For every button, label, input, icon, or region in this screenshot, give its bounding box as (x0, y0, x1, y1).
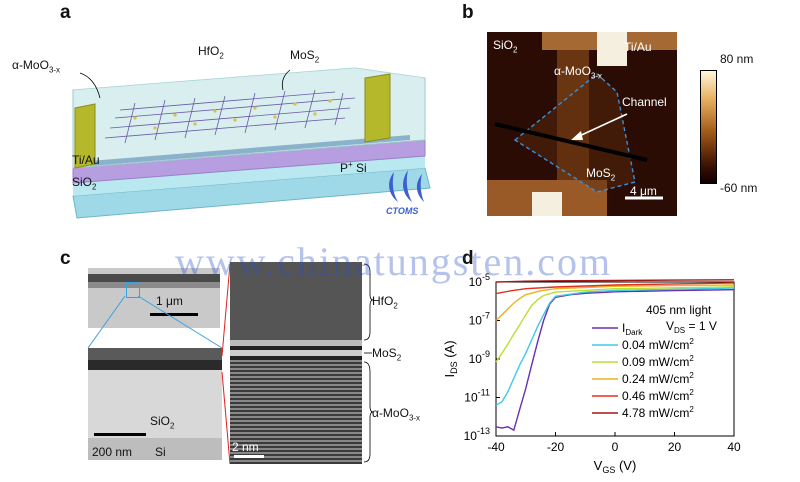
label-b-amoo3: α-MoO (554, 64, 591, 78)
label-c-hfo2: HfO (372, 294, 394, 308)
afm-image (487, 32, 677, 216)
label-a-amoo3: α-MoO (12, 58, 49, 72)
annotation-vds: VDS = 1 V (666, 319, 717, 335)
tem-cross-section (88, 348, 222, 460)
series-line-4 (495, 282, 735, 295)
afm-colorbar (700, 70, 717, 184)
zoom-lines (87, 295, 223, 349)
ctoms-logo-icon (389, 170, 424, 202)
y-tick-label: 10-7 (469, 311, 490, 328)
label-b-sio2: SiO (493, 38, 514, 52)
series-line-2 (495, 286, 735, 363)
red-zoom-lines (221, 263, 231, 465)
label-c-si: Si (155, 445, 166, 459)
y-tick-label: 10-9 (469, 349, 490, 366)
y-tick-label: 10-5 (469, 272, 490, 289)
x-tick-label: -40 (487, 440, 505, 454)
y-tick-label: 10-11 (464, 388, 490, 405)
hrtem-image (230, 262, 362, 464)
logo-text: CTOMS (386, 206, 419, 216)
panel-c-label: c (60, 248, 71, 269)
series-line-0 (495, 289, 735, 432)
tem-overview (88, 268, 220, 328)
label-a-tiau: Ti/Au (72, 153, 100, 167)
series-line-3 (495, 284, 735, 322)
afm-features (487, 32, 677, 216)
series-line-5 (495, 279, 735, 283)
colorbar-max: 80 nm (720, 52, 754, 66)
y-axis-label: IDS (A) (442, 340, 459, 377)
colorbar-min: -60 nm (720, 181, 758, 195)
legend-label-1: 0.04 mW/cm2 (622, 337, 694, 352)
layer-braces (363, 263, 374, 463)
label-a-hfo2: HfO (198, 44, 220, 58)
label-b-tiau: Ti/Au (624, 40, 652, 54)
legend-label-3: 0.24 mW/cm2 (622, 371, 694, 386)
label-c-scale2: 2 nm (232, 440, 259, 454)
label-a-psi: P (340, 161, 349, 175)
label-b-channel: Channel (622, 95, 667, 109)
x-tick-label: 40 (727, 440, 741, 454)
x-tick-label: -20 (547, 440, 565, 454)
x-tick-label: 0 (612, 440, 619, 454)
label-c-amoo3: α-MoO (372, 406, 409, 420)
y-tick-label: 10-13 (464, 426, 490, 443)
label-c-scale1: 1 μm (156, 294, 183, 308)
device-schematic (72, 67, 431, 219)
legend-label-4: 0.46 mW/cm2 (622, 388, 694, 403)
legend-label-2: 0.09 mW/cm2 (622, 354, 694, 369)
legend-label-5: 4.78 mW/cm2 (622, 405, 694, 420)
label-c-mos2: MoS (372, 346, 397, 360)
series-line-1 (495, 287, 735, 406)
label-a-sio2: SiO (72, 175, 93, 189)
x-axis-label: VGS (V) (594, 458, 637, 475)
label-c-sio2: SiO (150, 414, 171, 428)
panel-a-label: a (60, 2, 71, 23)
x-tick-label: 20 (668, 440, 682, 454)
annotation-light: 405 nm light (646, 303, 712, 317)
panel-d-label: d (462, 248, 474, 269)
watermark: www.chinatungsten.com (175, 239, 613, 284)
panel-b-label: b (462, 2, 474, 23)
label-c-scale200: 200 nm (92, 445, 133, 459)
mos2-lattice (104, 89, 356, 144)
label-b-mos2: MoS (586, 166, 611, 180)
legend-label-0: IDark (622, 321, 643, 337)
label-a-mos2: MoS (290, 48, 315, 62)
label-b-scale: 4 μm (630, 184, 657, 198)
